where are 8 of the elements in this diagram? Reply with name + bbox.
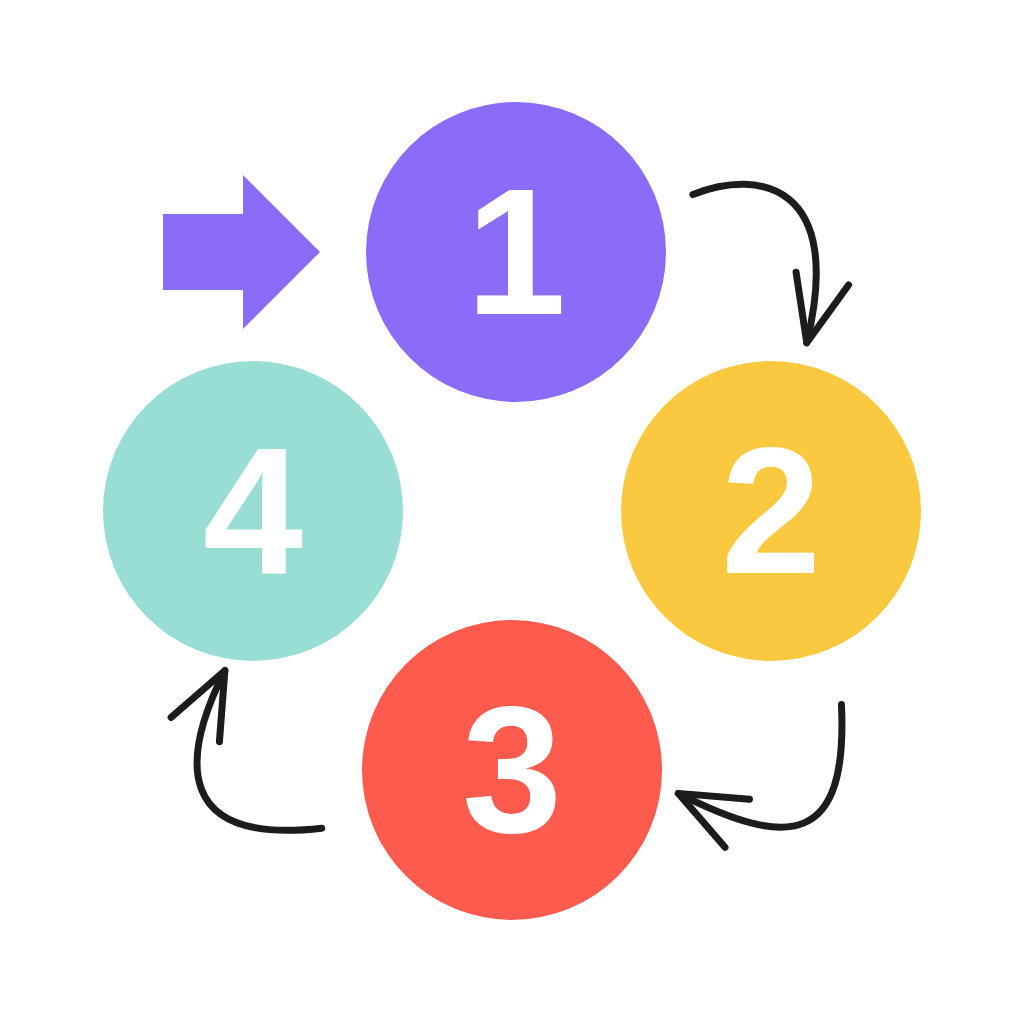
curved-arrow [169,667,326,834]
curved-arrow [689,180,850,347]
block-arrow [163,175,320,329]
step-number: 3 [461,680,563,860]
curved-arrow [674,701,846,850]
step-number: 1 [465,162,567,342]
step-number: 4 [202,421,304,601]
step-number: 2 [720,421,822,601]
